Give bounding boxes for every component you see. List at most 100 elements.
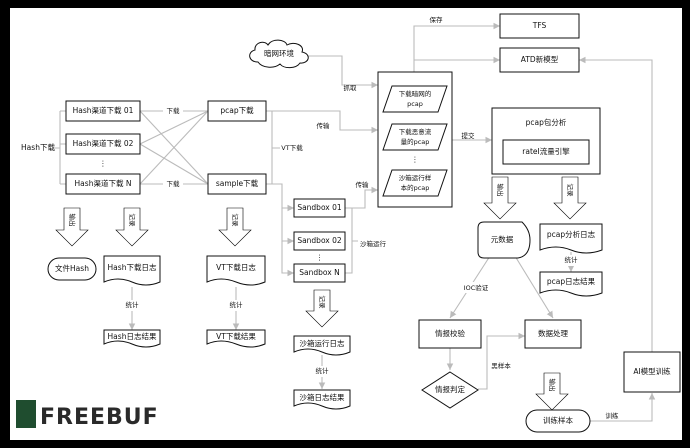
node-label: Sandbox 01 xyxy=(297,203,342,212)
fat-label: 输出 xyxy=(548,379,557,392)
node-label: AI模型训练 xyxy=(633,366,671,376)
node-pcap-download: pcap下载 xyxy=(207,100,267,122)
edge-label-download: 下载 xyxy=(167,106,181,115)
node-label: Sandbox 02 xyxy=(297,236,342,245)
node-label: pcap下载 xyxy=(220,105,254,115)
fat-arrow-labels: 输出 记录 记录 记录 输出 记录 输出 xyxy=(68,184,574,392)
node-label: pcap xyxy=(407,100,423,108)
node-label: ATD新模型 xyxy=(521,54,559,64)
node-label: 下载暗网的 xyxy=(399,89,432,98)
fat-arrow-trainsample xyxy=(535,372,569,411)
node-sandbox-log-result: 沙箱日志结果 xyxy=(293,389,351,410)
fat-label: 输出 xyxy=(496,184,505,197)
node-darknet-cloud: 暗网环境 xyxy=(249,39,309,69)
edge-label-vt: VT下载 xyxy=(281,143,303,152)
fat-label: 记录 xyxy=(566,184,574,198)
node-vt-log: VT下载日志 xyxy=(206,255,266,286)
node-label: Hash渠道下载 02 xyxy=(73,138,134,148)
node-label: pcap分析日志 xyxy=(547,229,596,239)
node-label: 数据处理 xyxy=(538,328,568,338)
watermark-text: FREEBUF xyxy=(40,405,159,430)
node-pcap-log-result: pcap日志结果 xyxy=(539,271,603,297)
sandbox-ellipsis: ⋮ xyxy=(316,253,324,262)
edge-label-ioc: IOC验证 xyxy=(464,283,489,292)
edge-label-stats: 统计 xyxy=(316,366,330,375)
node-hash-log: Hash下载日志 xyxy=(103,255,161,286)
edge-label-transfer: 传输 xyxy=(356,180,370,189)
node-metadata: 元数据 xyxy=(477,221,531,259)
node-label: VT下载结果 xyxy=(216,331,256,341)
node-label: Sandbox N xyxy=(299,268,339,277)
node-label: 沙箱运行样 xyxy=(399,173,432,182)
node-label: 情报校验 xyxy=(435,328,465,338)
node-label: pcap日志结果 xyxy=(547,276,596,286)
fat-label: 记录 xyxy=(318,296,326,310)
node-ai-training: AI模型训练 xyxy=(623,351,681,393)
edge-label-train: 训练 xyxy=(606,411,620,420)
freebuf-logo-icon xyxy=(16,400,36,428)
node-sandbox-n: Sandbox N xyxy=(293,263,346,283)
fat-arrow-metadata xyxy=(483,176,517,220)
fat-label: 输出 xyxy=(68,214,77,227)
edge-label-sandbox-run: 沙箱运行 xyxy=(360,239,387,248)
hash-channel-ellipsis: ⋮ xyxy=(99,159,107,168)
node-label: 元数据 xyxy=(491,234,514,244)
node-label: 训练样本 xyxy=(543,415,573,425)
edge-label-stats: 统计 xyxy=(126,300,140,309)
node-label: sample下载 xyxy=(216,178,259,188)
node-intel-check: 情报校验 xyxy=(418,319,482,349)
edge-label-stats: 统计 xyxy=(565,255,579,264)
node-tfs: TFS xyxy=(499,13,580,39)
fat-arrow-hashlog xyxy=(115,207,149,247)
node-label: rateI流量引擎 xyxy=(522,146,570,156)
edge-label-stats: 统计 xyxy=(230,300,244,309)
node-label: Hash渠道下载 N xyxy=(75,178,132,188)
node-sandbox-01: Sandbox 01 xyxy=(293,198,346,218)
node-label: 沙箱日志结果 xyxy=(300,392,345,402)
node-label: Hash日志结果 xyxy=(108,331,157,341)
node-pcap-log: pcap分析日志 xyxy=(539,223,603,254)
node-hash-channel-01: Hash渠道下载 01 xyxy=(65,100,141,122)
node-vt-log-result: VT下载结果 xyxy=(206,329,266,348)
edge-label-transfer: 传输 xyxy=(317,121,331,130)
pcap-item-malicious: 下载恶意流 量的pcap xyxy=(382,123,448,151)
node-label: pcap包分析 xyxy=(526,117,567,127)
node-sample-download: sample下载 xyxy=(207,173,267,195)
node-label: 沙箱运行日志 xyxy=(300,338,345,348)
pcap-item-darknet: 下载暗网的 pcap xyxy=(382,85,448,113)
edge-label-submit: 提交 xyxy=(462,131,476,140)
node-rate-engine: rateI流量引擎 xyxy=(502,139,590,165)
hash-download-label: Hash下载 xyxy=(21,142,55,152)
edge-labels: 下载 下载 保存 抓取 传输 传输 提交 统计 统计 统计 统计 IOC验证 黑… xyxy=(122,15,619,420)
fat-arrows xyxy=(55,176,587,411)
node-label: 量的pcap xyxy=(401,137,430,146)
fat-label: 记录 xyxy=(128,214,136,228)
fat-arrow-filehash xyxy=(55,207,89,247)
node-label: TFS xyxy=(532,21,547,30)
node-data-process: 数据处理 xyxy=(524,319,582,349)
node-sandbox-log: 沙箱运行日志 xyxy=(293,335,351,356)
edge-label-download: 下载 xyxy=(167,179,181,188)
node-sandbox-02: Sandbox 02 xyxy=(293,231,346,251)
fat-arrow-pcaplog xyxy=(553,176,587,220)
node-label: 本的pcap xyxy=(401,183,430,192)
fat-label: 记录 xyxy=(231,214,239,228)
edge-label-black-sample: 黑样本 xyxy=(491,361,511,370)
node-label: 情报判定 xyxy=(435,384,465,394)
fat-arrow-sandboxlog xyxy=(305,289,339,328)
freebuf-watermark: FREEBUF xyxy=(16,400,159,430)
pcap-item-sandbox: 沙箱运行样 本的pcap xyxy=(382,169,448,197)
pcap-item-ellipsis: ⋮ xyxy=(411,155,419,164)
fat-arrow-vtlog xyxy=(218,207,252,247)
node-label: Hash渠道下载 01 xyxy=(73,105,134,115)
node-label: 下载恶意流 xyxy=(399,127,432,136)
node-label: VT下载日志 xyxy=(216,262,256,272)
node-label: 暗网环境 xyxy=(264,48,294,58)
node-intel-judge: 情报判定 xyxy=(421,371,479,409)
node-file-hash: 文件Hash xyxy=(47,257,97,281)
edge-label-save: 保存 xyxy=(430,15,444,24)
node-hash-log-result: Hash日志结果 xyxy=(103,329,161,348)
node-label: Hash下载日志 xyxy=(108,262,157,272)
node-label: 文件Hash xyxy=(55,263,89,273)
